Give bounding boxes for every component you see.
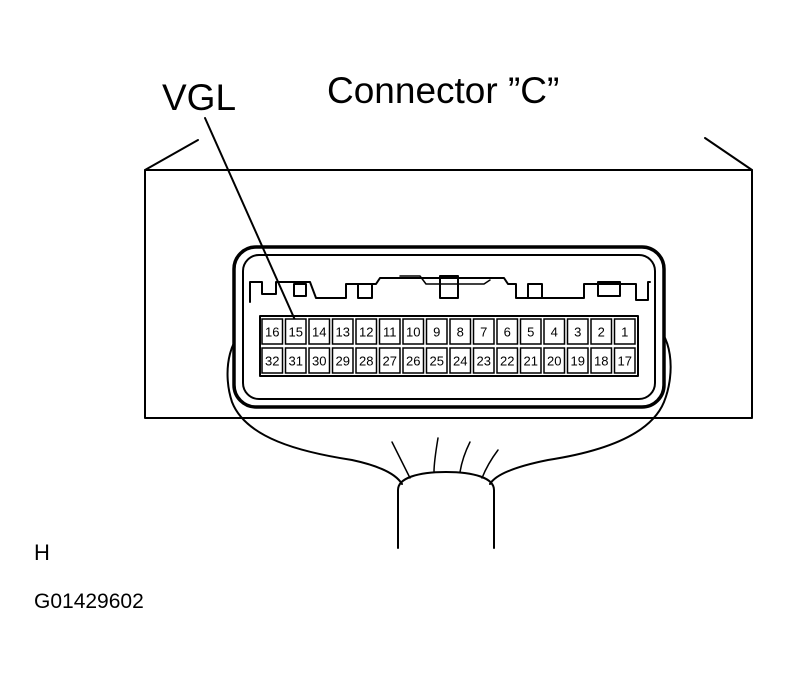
pin-cell-13 xyxy=(331,318,354,345)
pin-cell-30 xyxy=(308,347,331,374)
pin-label-4: 4 xyxy=(551,325,558,340)
pin-label-8: 8 xyxy=(457,325,464,340)
pin-label-19: 19 xyxy=(571,354,585,369)
pin-cell-31 xyxy=(284,347,307,374)
pin-cell-6 xyxy=(496,318,519,345)
pin-cell-24 xyxy=(449,347,472,374)
pin-cell-12 xyxy=(355,318,378,345)
ecu-body-outline xyxy=(144,169,753,419)
figure-id: G01429602 xyxy=(34,590,144,613)
pin-label-14: 14 xyxy=(312,325,326,340)
pin-cell-18 xyxy=(590,347,613,374)
pin-label-7: 7 xyxy=(480,325,487,340)
pin-label-12: 12 xyxy=(359,325,373,340)
pin-grid-frame xyxy=(259,315,639,377)
pin-label-27: 27 xyxy=(383,354,397,369)
corner-letter: H xyxy=(34,540,50,565)
pin-label-11: 11 xyxy=(383,325,397,340)
pin-cell-4 xyxy=(543,318,566,345)
pin-label-13: 13 xyxy=(336,325,350,340)
harness-wire-ends xyxy=(391,437,499,479)
pin-cell-5 xyxy=(519,318,542,345)
pin-cell-32 xyxy=(261,347,284,374)
pin-cell-28 xyxy=(355,347,378,374)
pin-label-10: 10 xyxy=(406,325,420,340)
key-slot-left xyxy=(293,283,307,297)
pin-label-5: 5 xyxy=(527,325,534,340)
connector-housing-inner xyxy=(242,254,656,400)
pin-label-9: 9 xyxy=(433,325,440,340)
pin-cell-26 xyxy=(402,347,425,374)
callout-leader-line xyxy=(204,117,296,321)
pin-label-21: 21 xyxy=(524,354,538,369)
pin-label-29: 29 xyxy=(336,354,350,369)
pin-cell-8 xyxy=(449,318,472,345)
pin-cell-7 xyxy=(472,318,495,345)
pin-cell-23 xyxy=(472,347,495,374)
pin-label-15: 15 xyxy=(289,325,303,340)
key-slot-center-left xyxy=(357,283,373,299)
pin-label-16: 16 xyxy=(265,325,279,340)
connector-title: Connector ”C” xyxy=(327,70,560,111)
key-slot-right xyxy=(597,281,621,297)
pin-label-26: 26 xyxy=(406,354,420,369)
pin-label-1: 1 xyxy=(621,325,628,340)
pin-cell-17 xyxy=(613,347,636,374)
pin-label-6: 6 xyxy=(504,325,511,340)
pin-label-3: 3 xyxy=(574,325,581,340)
pin-cell-25 xyxy=(425,347,448,374)
pin-label-2: 2 xyxy=(598,325,605,340)
pin-label-28: 28 xyxy=(359,354,373,369)
pin-cell-27 xyxy=(378,347,401,374)
ecu-top-edge-left xyxy=(144,139,199,171)
pin-cell-16 xyxy=(261,318,284,345)
pin-cell-29 xyxy=(331,347,354,374)
key-slot-center-right xyxy=(527,283,543,299)
pin-cell-3 xyxy=(566,318,589,345)
pin-label-18: 18 xyxy=(594,354,608,369)
pin-cell-22 xyxy=(496,347,519,374)
pin-cell-14 xyxy=(308,318,331,345)
pin-label-25: 25 xyxy=(430,354,444,369)
pin-cell-1 xyxy=(613,318,636,345)
harness-cable xyxy=(397,471,495,549)
connector-key-profile xyxy=(249,277,651,303)
vgl-callout-label: VGL xyxy=(162,77,237,118)
key-slot-center xyxy=(439,275,459,299)
pin-cell-20 xyxy=(543,347,566,374)
pin-cell-19 xyxy=(566,347,589,374)
pin-label-17: 17 xyxy=(618,354,632,369)
pin-cell-2 xyxy=(590,318,613,345)
pin-label-20: 20 xyxy=(547,354,561,369)
pin-cell-15 xyxy=(284,318,307,345)
key-latch xyxy=(399,275,491,285)
ecu-top-edge-right xyxy=(704,137,753,171)
pin-label-31: 31 xyxy=(289,354,303,369)
pin-cell-10 xyxy=(402,318,425,345)
pin-label-32: 32 xyxy=(265,354,279,369)
pin-cell-21 xyxy=(519,347,542,374)
wire-loop xyxy=(226,321,672,485)
pin-label-24: 24 xyxy=(453,354,467,369)
pin-label-30: 30 xyxy=(312,354,326,369)
pin-cell-11 xyxy=(378,318,401,345)
pin-label-22: 22 xyxy=(500,354,514,369)
pin-cell-9 xyxy=(425,318,448,345)
pin-label-23: 23 xyxy=(477,354,491,369)
